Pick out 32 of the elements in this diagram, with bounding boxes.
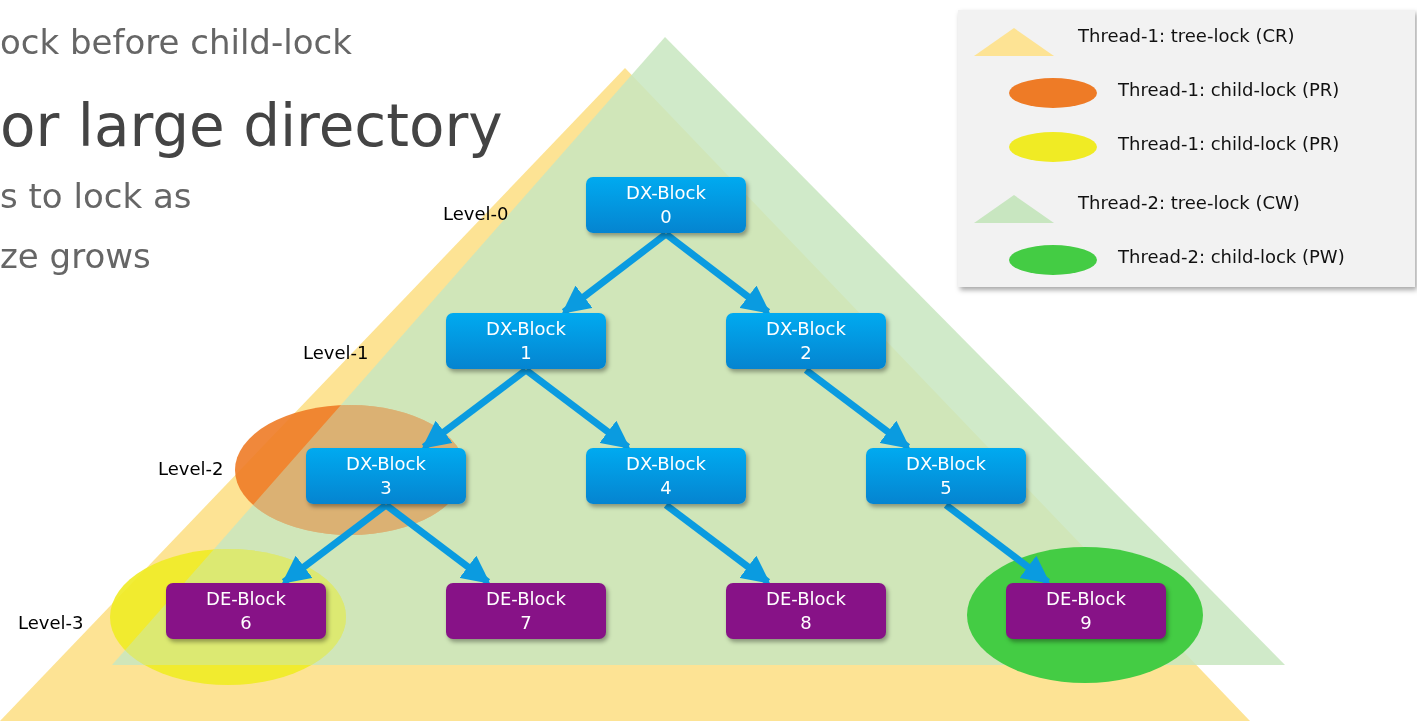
- slide-text: ock before child-lock: [0, 22, 352, 63]
- slide-text: or large directory: [0, 92, 503, 162]
- index-block: DX-Block 1: [446, 313, 606, 369]
- arrow: [803, 367, 911, 450]
- level-label: Level-1: [303, 342, 369, 364]
- index-block: DX-Block 5: [866, 448, 1026, 504]
- level-label: Level-2: [158, 458, 224, 480]
- slide-text: ze grows: [0, 236, 151, 277]
- index-block: DX-Block 4: [586, 448, 746, 504]
- arrow: [421, 367, 529, 450]
- legend-label: Thread-1: tree-lock (CR): [1078, 25, 1295, 46]
- arrow: [523, 367, 631, 450]
- slide-text: s to lock as: [0, 176, 192, 217]
- entry-block: DE-Block 8: [726, 583, 886, 639]
- level-label: Level-3: [18, 612, 84, 634]
- entry-block: DE-Block 9: [1006, 583, 1166, 639]
- arrow: [943, 502, 1051, 585]
- arrow: [383, 502, 491, 585]
- index-block: DX-Block 0: [586, 177, 746, 233]
- legend-label: Thread-2: tree-lock (CW): [1078, 192, 1300, 213]
- entry-block: DE-Block 7: [446, 583, 606, 639]
- arrow: [281, 502, 389, 585]
- legend-label: Thread-1: child-lock (PR): [1118, 133, 1340, 154]
- level-label: Level-0: [443, 203, 509, 225]
- index-block: DX-Block 2: [726, 313, 886, 369]
- entry-block: DE-Block 6: [166, 583, 326, 639]
- arrow: [561, 231, 669, 315]
- index-block: DX-Block 3: [306, 448, 466, 504]
- legend-label: Thread-2: child-lock (PW): [1118, 246, 1345, 267]
- legend-label: Thread-1: child-lock (PR): [1118, 79, 1340, 100]
- arrow: [663, 231, 771, 315]
- arrow: [663, 502, 771, 585]
